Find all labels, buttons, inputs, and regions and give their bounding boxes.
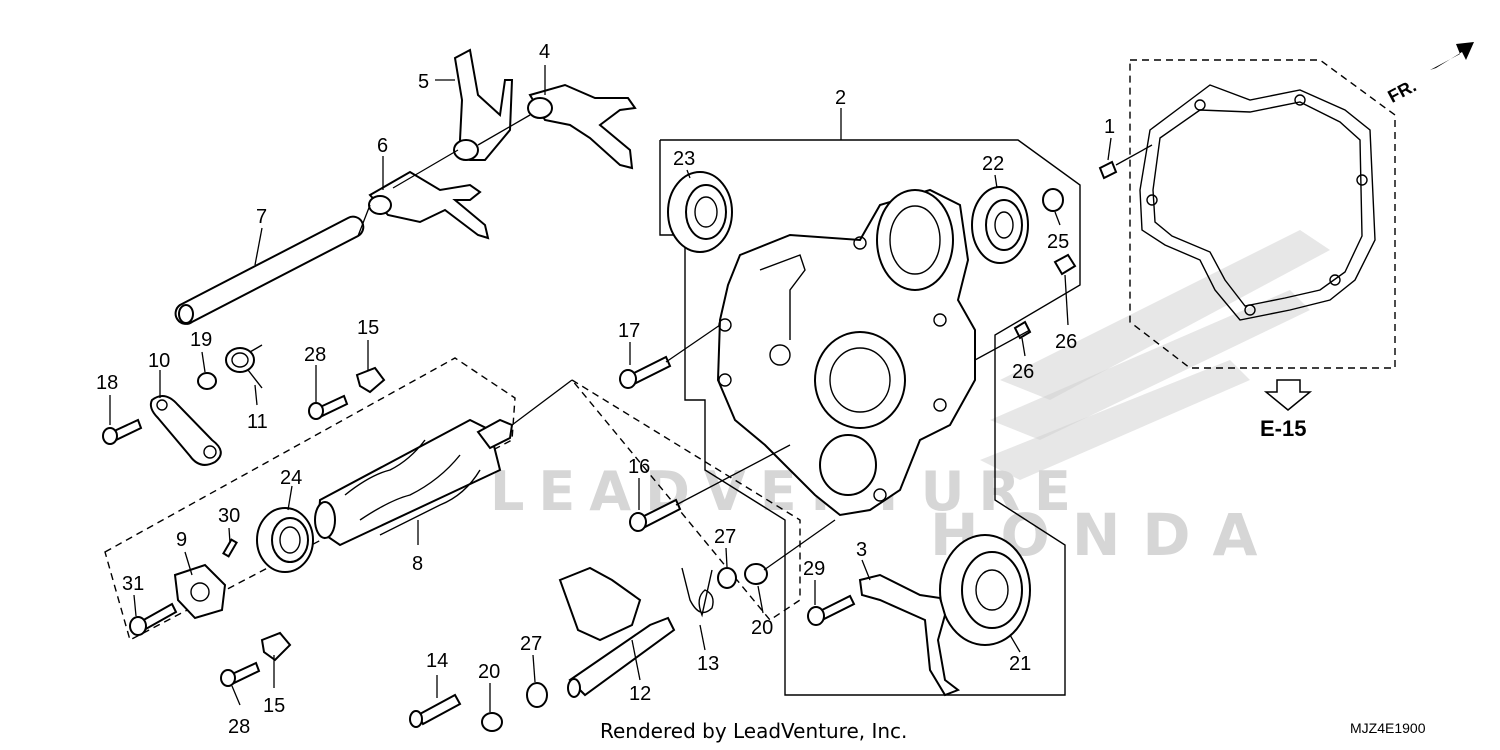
snap-ring-27-lower xyxy=(526,682,548,708)
section-reference: E-15 xyxy=(1260,379,1313,441)
reference-label: E-15 xyxy=(1260,416,1306,441)
callout-10: 10 xyxy=(148,350,170,372)
oil-seal-20-lower xyxy=(481,712,503,732)
callout-31: 31 xyxy=(122,573,144,595)
callout-14: 14 xyxy=(426,650,448,672)
gearshift-spindle xyxy=(558,566,676,698)
shift-drum-center xyxy=(173,563,227,620)
collar-25 xyxy=(1042,188,1064,212)
bearing-setting-plate-3 xyxy=(858,573,961,697)
callout-16: 16 xyxy=(628,456,650,478)
gasket-group-box xyxy=(1129,59,1396,369)
callout-18: 18 xyxy=(96,372,118,394)
plate-15-lower xyxy=(260,631,292,662)
callout-30: 30 xyxy=(218,505,240,527)
callout-13: 13 xyxy=(697,653,719,675)
callout-20-upper: 20 xyxy=(751,617,773,639)
callout-15-upper: 15 xyxy=(357,317,379,339)
bolt-17 xyxy=(619,355,672,389)
oil-seal-20-upper xyxy=(744,563,768,585)
front-label: FR. xyxy=(1385,75,1420,106)
callout-15-lower: 15 xyxy=(263,695,285,717)
dowel-pin-30 xyxy=(222,538,238,558)
cover-gasket xyxy=(1139,84,1376,321)
dowel-pin-1 xyxy=(1098,160,1118,180)
callout-21: 21 xyxy=(1009,653,1031,675)
callout-1: 1 xyxy=(1104,116,1115,138)
bearing-21 xyxy=(939,534,1031,646)
callout-6: 6 xyxy=(377,135,388,157)
credit-text: Rendered by LeadVenture, Inc. xyxy=(600,719,907,743)
group-outlines xyxy=(104,59,1396,696)
callout-20-lower: 20 xyxy=(478,661,500,683)
callout-19: 19 xyxy=(190,329,212,351)
callout-24: 24 xyxy=(280,467,302,489)
washer-19 xyxy=(197,372,217,390)
callout-26-upper: 26 xyxy=(1055,331,1077,353)
bearing-22 xyxy=(971,186,1029,264)
callout-29: 29 xyxy=(803,558,825,580)
return-spring-11 xyxy=(225,344,263,389)
callout-22: 22 xyxy=(982,153,1004,175)
stud-bolt-14 xyxy=(409,693,462,728)
callout-26-lower: 26 xyxy=(1012,361,1034,383)
stopper-arm xyxy=(149,395,222,466)
callout-12: 12 xyxy=(629,683,651,705)
front-direction-indicator: FR. xyxy=(1385,42,1474,107)
shift-fork-5 xyxy=(453,48,514,161)
bolt-16 xyxy=(629,498,682,532)
bolt-28-lower xyxy=(220,661,261,687)
callout-3: 3 xyxy=(856,539,867,561)
cover-group-box xyxy=(659,139,1081,696)
shift-fork-shaft xyxy=(174,215,365,325)
leadventure-watermark: LEADVENTURE xyxy=(490,460,1085,523)
callout-9: 9 xyxy=(176,529,187,551)
bolt-28-upper xyxy=(308,394,349,420)
callout-25: 25 xyxy=(1047,231,1069,253)
snap-ring-27-upper xyxy=(717,567,737,589)
shift-drum xyxy=(314,418,514,547)
callout-7: 7 xyxy=(256,206,267,228)
shift-drum-group-box xyxy=(104,357,516,642)
shift-fork-6 xyxy=(368,170,490,240)
callout-4: 4 xyxy=(539,41,550,63)
bolt-18 xyxy=(102,418,143,445)
bolt-31 xyxy=(129,602,178,636)
bearing-23 xyxy=(667,171,733,253)
shift-fork-4 xyxy=(527,83,637,170)
bearing-24 xyxy=(256,507,314,573)
callout-8: 8 xyxy=(412,553,423,575)
leader-lines xyxy=(109,65,1153,712)
callout-28-lower: 28 xyxy=(228,716,250,738)
callout-labels: 1 2 3 4 5 6 7 8 9 10 11 12 13 14 15 15 1… xyxy=(96,41,1115,738)
dowel-pin-26-upper xyxy=(1053,253,1077,276)
dowel-pin-26-lower xyxy=(1013,320,1032,340)
plate-15-upper xyxy=(355,366,386,394)
down-arrow-icon xyxy=(1263,379,1313,411)
callout-23: 23 xyxy=(673,148,695,170)
diagram-code: MJZ4E1900 xyxy=(1350,720,1426,736)
callout-27-lower: 27 xyxy=(520,633,542,655)
callout-28-upper: 28 xyxy=(304,344,326,366)
crankcase-cover-2 xyxy=(716,188,976,517)
callout-17: 17 xyxy=(618,320,640,342)
callout-5: 5 xyxy=(418,71,429,93)
bolt-29 xyxy=(807,594,856,626)
return-spring-13 xyxy=(681,567,714,618)
callout-27-upper: 27 xyxy=(714,526,736,548)
callout-2: 2 xyxy=(835,87,846,109)
front-arrow-icon xyxy=(1430,42,1474,70)
callout-11: 11 xyxy=(247,411,268,433)
honda-wing-watermark xyxy=(980,230,1330,480)
